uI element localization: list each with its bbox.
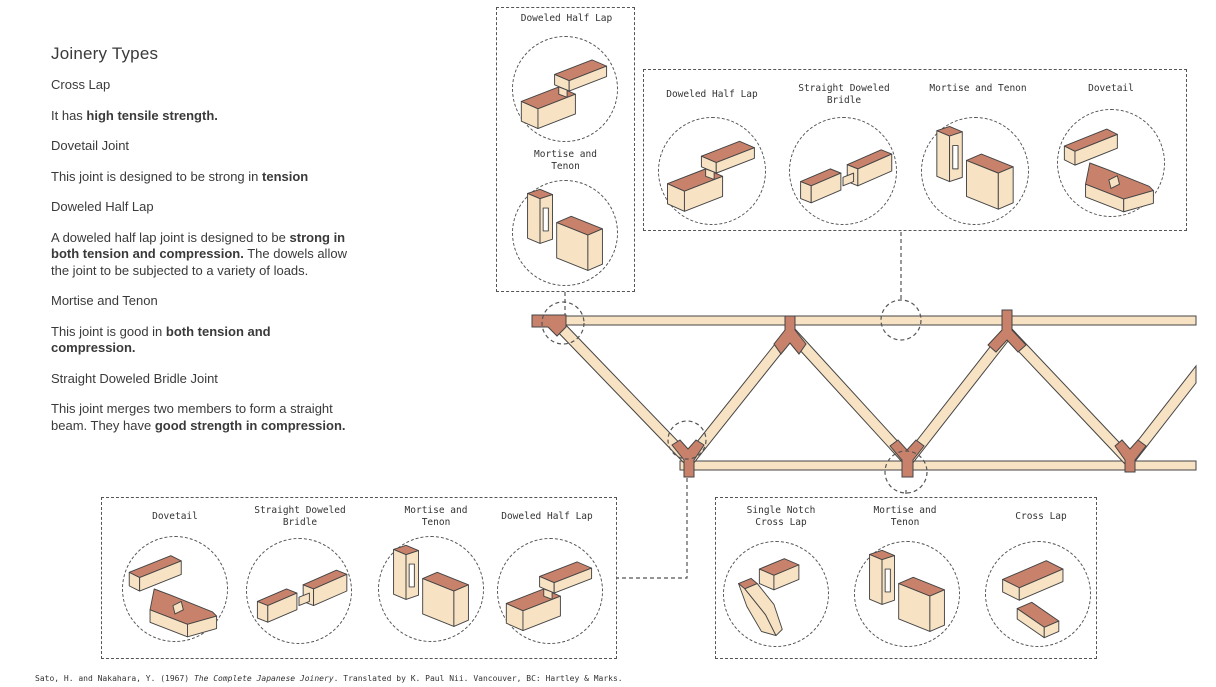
joint-drawing bbox=[520, 59, 608, 129]
joint-drawing bbox=[869, 549, 945, 632]
joint-drawing bbox=[1063, 128, 1154, 213]
citation: Sato, H. and Nakahara, Y. (1967) The Com… bbox=[35, 674, 623, 683]
connector-line bbox=[617, 478, 688, 579]
joint-label: Single Notch Cross Lap bbox=[746, 505, 816, 528]
joint-label: Doweled Half Lap bbox=[501, 511, 593, 522]
doweled-half-lap-description: A doweled half lap joint is designed to … bbox=[51, 229, 347, 278]
cross-lap-description: It has high tensile strength. bbox=[51, 107, 218, 123]
joint-label: Doweled Half Lap bbox=[520, 13, 613, 24]
web-member bbox=[1003, 328, 1134, 465]
bottom-chord bbox=[679, 460, 1197, 471]
bottom-node bbox=[1114, 439, 1147, 473]
joint-illustration-mortise-tenon bbox=[854, 541, 960, 647]
joint-label: Mortise and Tenon bbox=[929, 83, 1027, 94]
top-chord bbox=[531, 315, 1197, 326]
bridle-joint-description: This joint merges two members to form a … bbox=[51, 401, 346, 433]
joint-label: Dovetail bbox=[152, 511, 198, 522]
joint-label: Mortise and Tenon bbox=[404, 505, 468, 528]
joint-drawing bbox=[256, 569, 348, 623]
joint-illustration-single-notch-cross-lap bbox=[723, 541, 829, 647]
mortise-tenon-heading: Mortise and Tenon bbox=[51, 293, 158, 308]
joint-label: Dovetail bbox=[1088, 83, 1134, 94]
joint-box-bottom-left: Dovetail Straight Doweled Bridle Mortise… bbox=[101, 497, 617, 659]
joint-drawing bbox=[128, 555, 218, 638]
joint-drawing bbox=[800, 149, 893, 204]
web-member bbox=[552, 319, 694, 465]
joint-box-top-left: Doweled Half Lap Mortise and Tenon bbox=[496, 7, 635, 292]
joint-drawing bbox=[393, 544, 469, 627]
joint-label: Doweled Half Lap bbox=[666, 89, 758, 100]
truss-members bbox=[531, 315, 1197, 471]
joint-box-top-right: Doweled Half Lap Straight Doweled Bridle… bbox=[643, 69, 1187, 231]
page-title: Joinery Types bbox=[51, 44, 159, 63]
joint-drawing bbox=[505, 561, 593, 631]
bridle-joint-heading: Straight Doweled Bridle Joint bbox=[51, 370, 218, 386]
joint-illustration-doweled-half-lap bbox=[497, 538, 603, 644]
node-highlights bbox=[541, 299, 928, 494]
dovetail-heading: Dovetail Joint bbox=[51, 138, 130, 153]
bottom-node bbox=[889, 439, 925, 478]
joint-illustration-mortise-tenon bbox=[378, 536, 484, 642]
top-node bbox=[773, 315, 807, 355]
joint-label: Straight Doweled Bridle bbox=[254, 505, 346, 528]
joint-illustration-cross-lap bbox=[985, 541, 1091, 647]
joint-label: Mortise and Tenon bbox=[873, 505, 937, 528]
joint-highlight-circle bbox=[884, 450, 928, 494]
joint-illustration-mortise-tenon bbox=[921, 117, 1029, 225]
joint-drawing bbox=[527, 188, 603, 271]
joint-illustration-mortise-tenon bbox=[512, 180, 618, 286]
joint-drawing bbox=[1002, 560, 1064, 639]
joint-highlight-circle bbox=[880, 299, 922, 341]
joint-illustration-doweled-half-lap bbox=[512, 36, 618, 142]
dovetail-description: This joint is designed to be strong in t… bbox=[51, 168, 309, 184]
connector-lines bbox=[564, 232, 907, 579]
joint-label: Straight Doweled Bridle bbox=[798, 83, 890, 106]
joint-label: Mortise and Tenon bbox=[534, 149, 597, 172]
doweled-half-lap-heading: Doweled Half Lap bbox=[51, 199, 154, 214]
joint-highlight-circle bbox=[667, 420, 707, 460]
joint-drawing bbox=[738, 558, 800, 637]
joint-box-bottom-right: Single Notch Cross Lap Mortise and Tenon… bbox=[715, 497, 1097, 659]
joint-illustration-dovetail bbox=[122, 536, 228, 642]
joint-highlight-circle bbox=[541, 301, 585, 345]
joint-drawing bbox=[667, 140, 755, 212]
cross-lap-heading: Cross Lap bbox=[51, 77, 111, 92]
top-node bbox=[987, 309, 1027, 353]
joint-illustration-bridle bbox=[789, 117, 897, 225]
joint-illustration-doweled-half-lap bbox=[658, 117, 766, 225]
end-node bbox=[531, 314, 567, 337]
mortise-tenon-description: This joint is good in both tension and c… bbox=[51, 323, 271, 356]
joint-label: Cross Lap bbox=[1015, 511, 1067, 522]
joint-drawing bbox=[936, 126, 1014, 210]
joint-illustration-bridle bbox=[246, 538, 352, 644]
joinery-description-panel: Joinery Types Cross Lap It has high tens… bbox=[51, 44, 351, 448]
joint-illustration-dovetail bbox=[1057, 109, 1165, 217]
